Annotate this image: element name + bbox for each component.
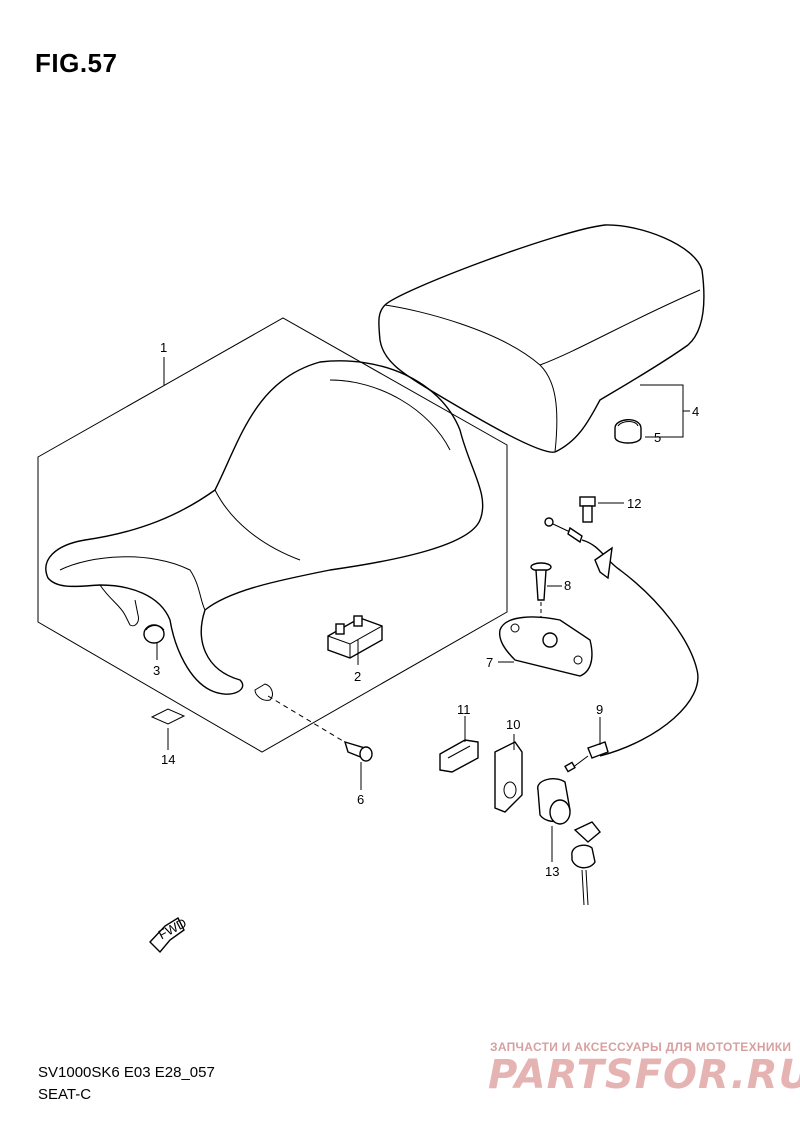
- callout-6: 6: [357, 792, 364, 807]
- watermark-tagline: ЗАПЧАСТИ И АКСЕССУАРЫ ДЛЯ МОТОТЕХНИКИ: [490, 1040, 792, 1054]
- part-12-screw: [579, 496, 596, 523]
- pillion-seat-drawing: [378, 224, 705, 453]
- watermark-logo: PARTSFOR.RU: [488, 1052, 800, 1098]
- part-14-pad: [150, 708, 186, 725]
- part-9-cable: [544, 517, 699, 773]
- part-13-key-cylinder: [537, 778, 601, 906]
- callout-8: 8: [564, 578, 571, 593]
- model-code: SV1000SK6 E03 E28_057: [38, 1064, 215, 1081]
- callout-7: 7: [486, 655, 493, 670]
- part-8-screw: [530, 562, 552, 625]
- callout-2: 2: [354, 669, 361, 684]
- part-6-bolt: [267, 695, 373, 762]
- part-11-clip: [439, 739, 479, 773]
- part-3-cushion: [143, 624, 165, 644]
- part-10-bracket: [494, 741, 523, 813]
- callout-10: 10: [506, 717, 520, 732]
- part-7-lock-base: [498, 616, 593, 677]
- section-name: SEAT-C: [38, 1086, 92, 1103]
- callout-3: 3: [153, 663, 160, 678]
- callout-1: 1: [160, 340, 167, 355]
- fwd-arrow: FWD: [149, 915, 189, 954]
- main-seat-drawing: [45, 360, 484, 701]
- callout-4: 4: [692, 404, 699, 419]
- callout-9: 9: [596, 702, 603, 717]
- callout-12: 12: [627, 496, 641, 511]
- part-5-damper: [614, 419, 642, 444]
- callout-11: 11: [457, 702, 471, 717]
- part-1-frame: [37, 317, 508, 753]
- callout-14: 14: [161, 752, 175, 767]
- figure-title: FIG.57: [35, 48, 118, 78]
- callout-5: 5: [654, 430, 661, 445]
- callout-13: 13: [545, 864, 559, 879]
- part-2-block: [327, 615, 383, 659]
